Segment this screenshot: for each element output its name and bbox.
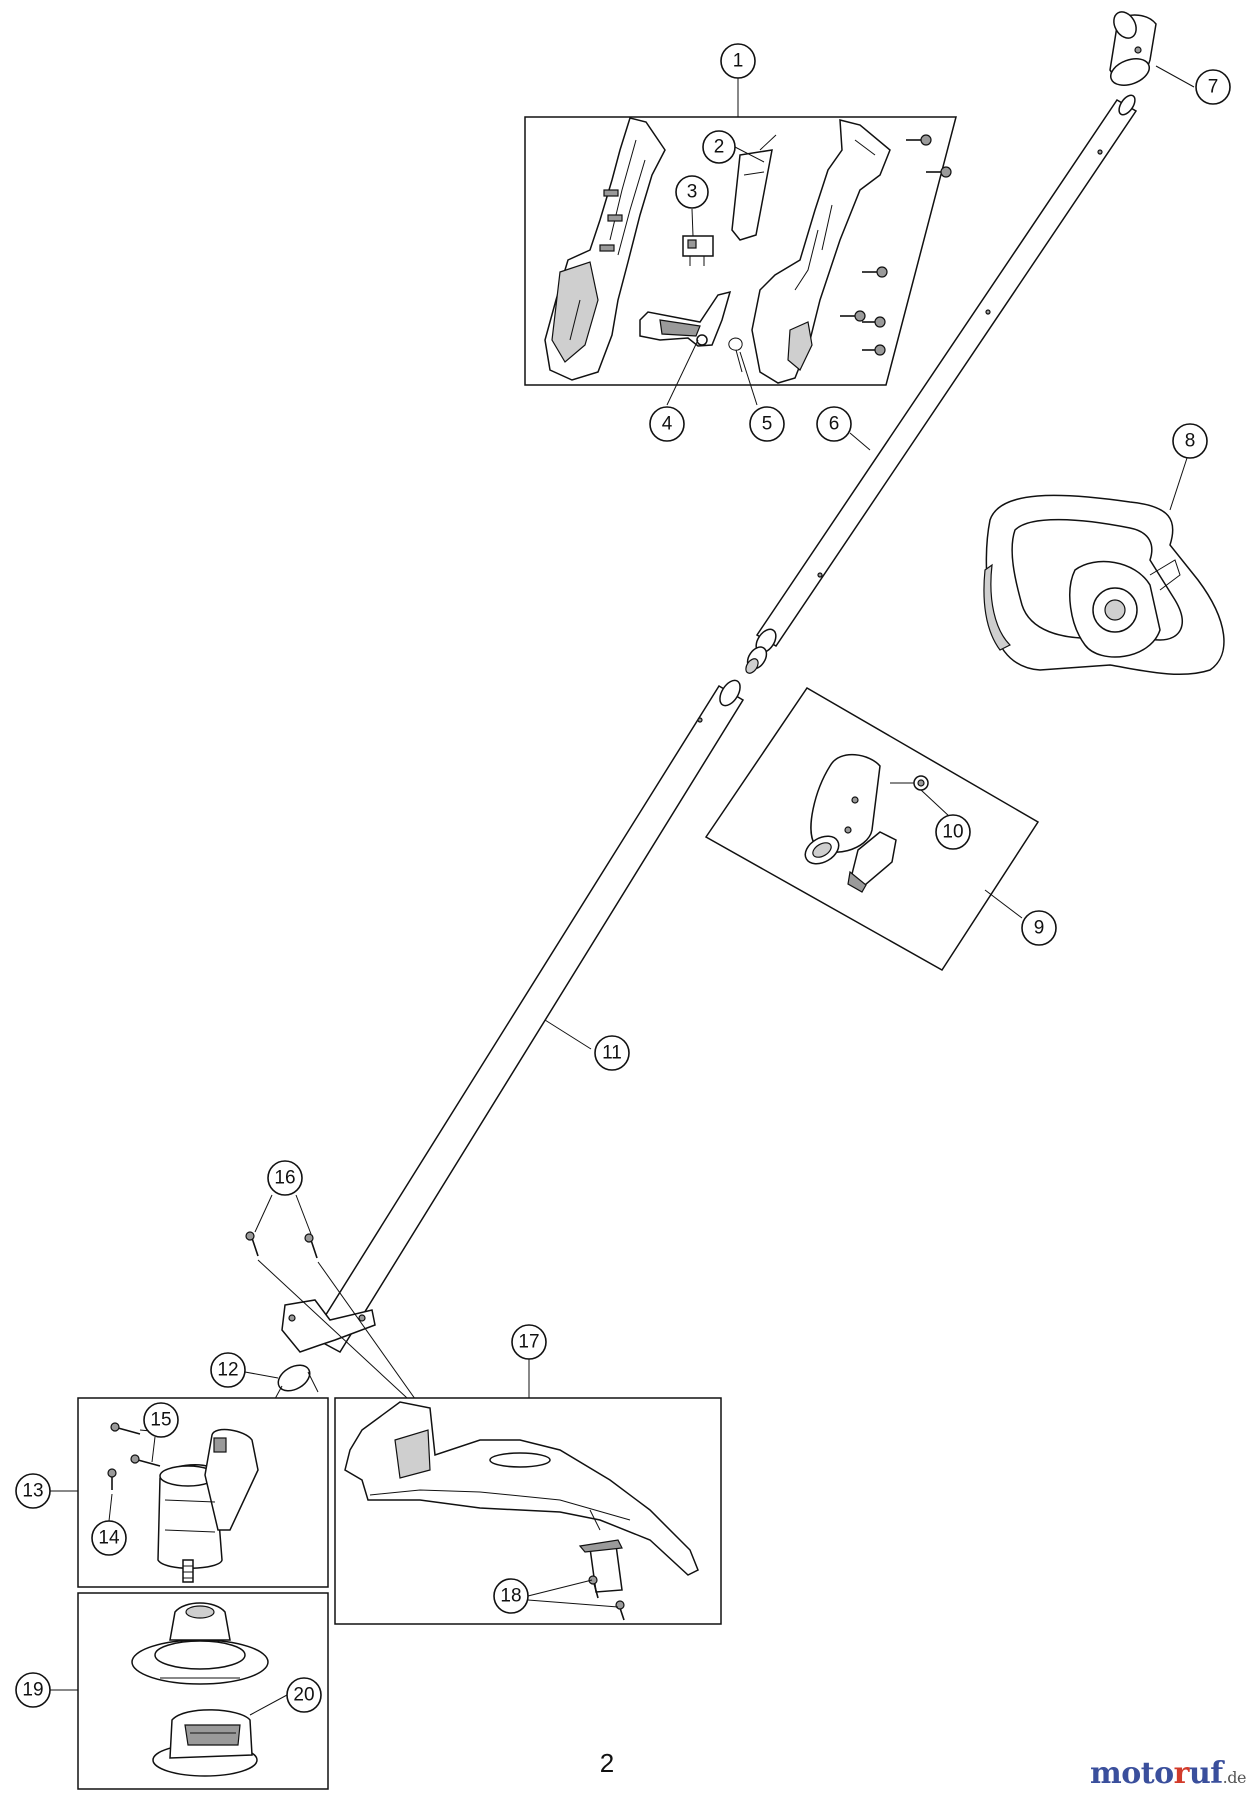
callout-1: 1 — [720, 43, 756, 79]
guard-blade-bracket — [578, 1539, 623, 1593]
callout-label: 20 — [293, 1685, 314, 1706]
callout-label: 7 — [1208, 77, 1219, 98]
callout-12: 12 — [210, 1352, 246, 1388]
lockout-strip — [731, 134, 777, 241]
guard-screws — [588, 1575, 625, 1621]
callout-label: 9 — [1034, 918, 1045, 939]
watermark-part: uf — [1188, 1756, 1223, 1791]
callout-20: 20 — [286, 1677, 322, 1713]
callout-label: 6 — [829, 414, 840, 435]
guard — [344, 1401, 699, 1576]
callout-label: 1 — [733, 51, 744, 72]
left-housing-half — [544, 117, 666, 381]
shaft-clamp — [281, 1299, 376, 1353]
callout-label: 14 — [98, 1528, 120, 1549]
callout-label: 13 — [22, 1481, 43, 1502]
gearhead-screws — [107, 1422, 161, 1490]
callout-19: 19 — [15, 1672, 51, 1708]
gearhead — [157, 1428, 259, 1583]
spool-hub — [131, 1602, 269, 1685]
callout-15: 15 — [143, 1402, 179, 1438]
callout-7: 7 — [1195, 69, 1231, 105]
callout-9: 9 — [1021, 910, 1057, 946]
callout-label: 12 — [217, 1360, 238, 1381]
callout-17: 17 — [511, 1324, 547, 1360]
callout-4: 4 — [649, 406, 685, 442]
callout-label: 11 — [602, 1043, 622, 1064]
assist-handle — [983, 494, 1225, 675]
callout-10: 10 — [935, 814, 971, 850]
callout-label: 15 — [150, 1410, 171, 1431]
watermark-tld: .de — [1222, 1768, 1247, 1787]
watermark-part: moto — [1090, 1756, 1174, 1791]
callout-18: 18 — [493, 1578, 529, 1614]
callout-16: 16 — [267, 1160, 303, 1196]
trigger — [639, 290, 732, 347]
callout-label: 8 — [1185, 431, 1196, 452]
watermark-part: r — [1173, 1756, 1190, 1791]
lower-shaft — [310, 679, 745, 1353]
callout-2: 2 — [702, 130, 736, 164]
callout-label: 17 — [518, 1332, 539, 1353]
clamp-screws — [245, 1231, 431, 1421]
callout-label: 19 — [22, 1680, 43, 1701]
callout-5: 5 — [749, 406, 785, 442]
callout-label: 4 — [662, 414, 673, 435]
right-housing-half — [751, 119, 891, 384]
callout-label: 18 — [500, 1586, 521, 1607]
callout-14: 14 — [91, 1520, 127, 1556]
callout-label: 3 — [687, 182, 698, 203]
shaft-coupling — [745, 646, 768, 674]
callout-13: 13 — [15, 1473, 51, 1509]
callout-label: 10 — [942, 822, 963, 843]
callout-6: 6 — [816, 406, 852, 442]
watermark-logo: motoruf.de — [1090, 1756, 1246, 1791]
switch — [682, 235, 714, 266]
coupler-button — [890, 775, 929, 791]
callout-label: 2 — [714, 137, 725, 158]
callout-3: 3 — [675, 175, 709, 209]
callout-label: 5 — [762, 414, 773, 435]
spool — [152, 1709, 258, 1777]
page-number: 2 — [599, 1748, 615, 1778]
callout-11: 11 — [594, 1035, 630, 1071]
housing-screws — [840, 134, 952, 356]
shaft-cap — [1109, 11, 1157, 86]
spring-pin — [728, 337, 743, 373]
callout-8: 8 — [1172, 423, 1208, 459]
callout-label: 16 — [274, 1168, 295, 1189]
coupler — [804, 753, 897, 893]
